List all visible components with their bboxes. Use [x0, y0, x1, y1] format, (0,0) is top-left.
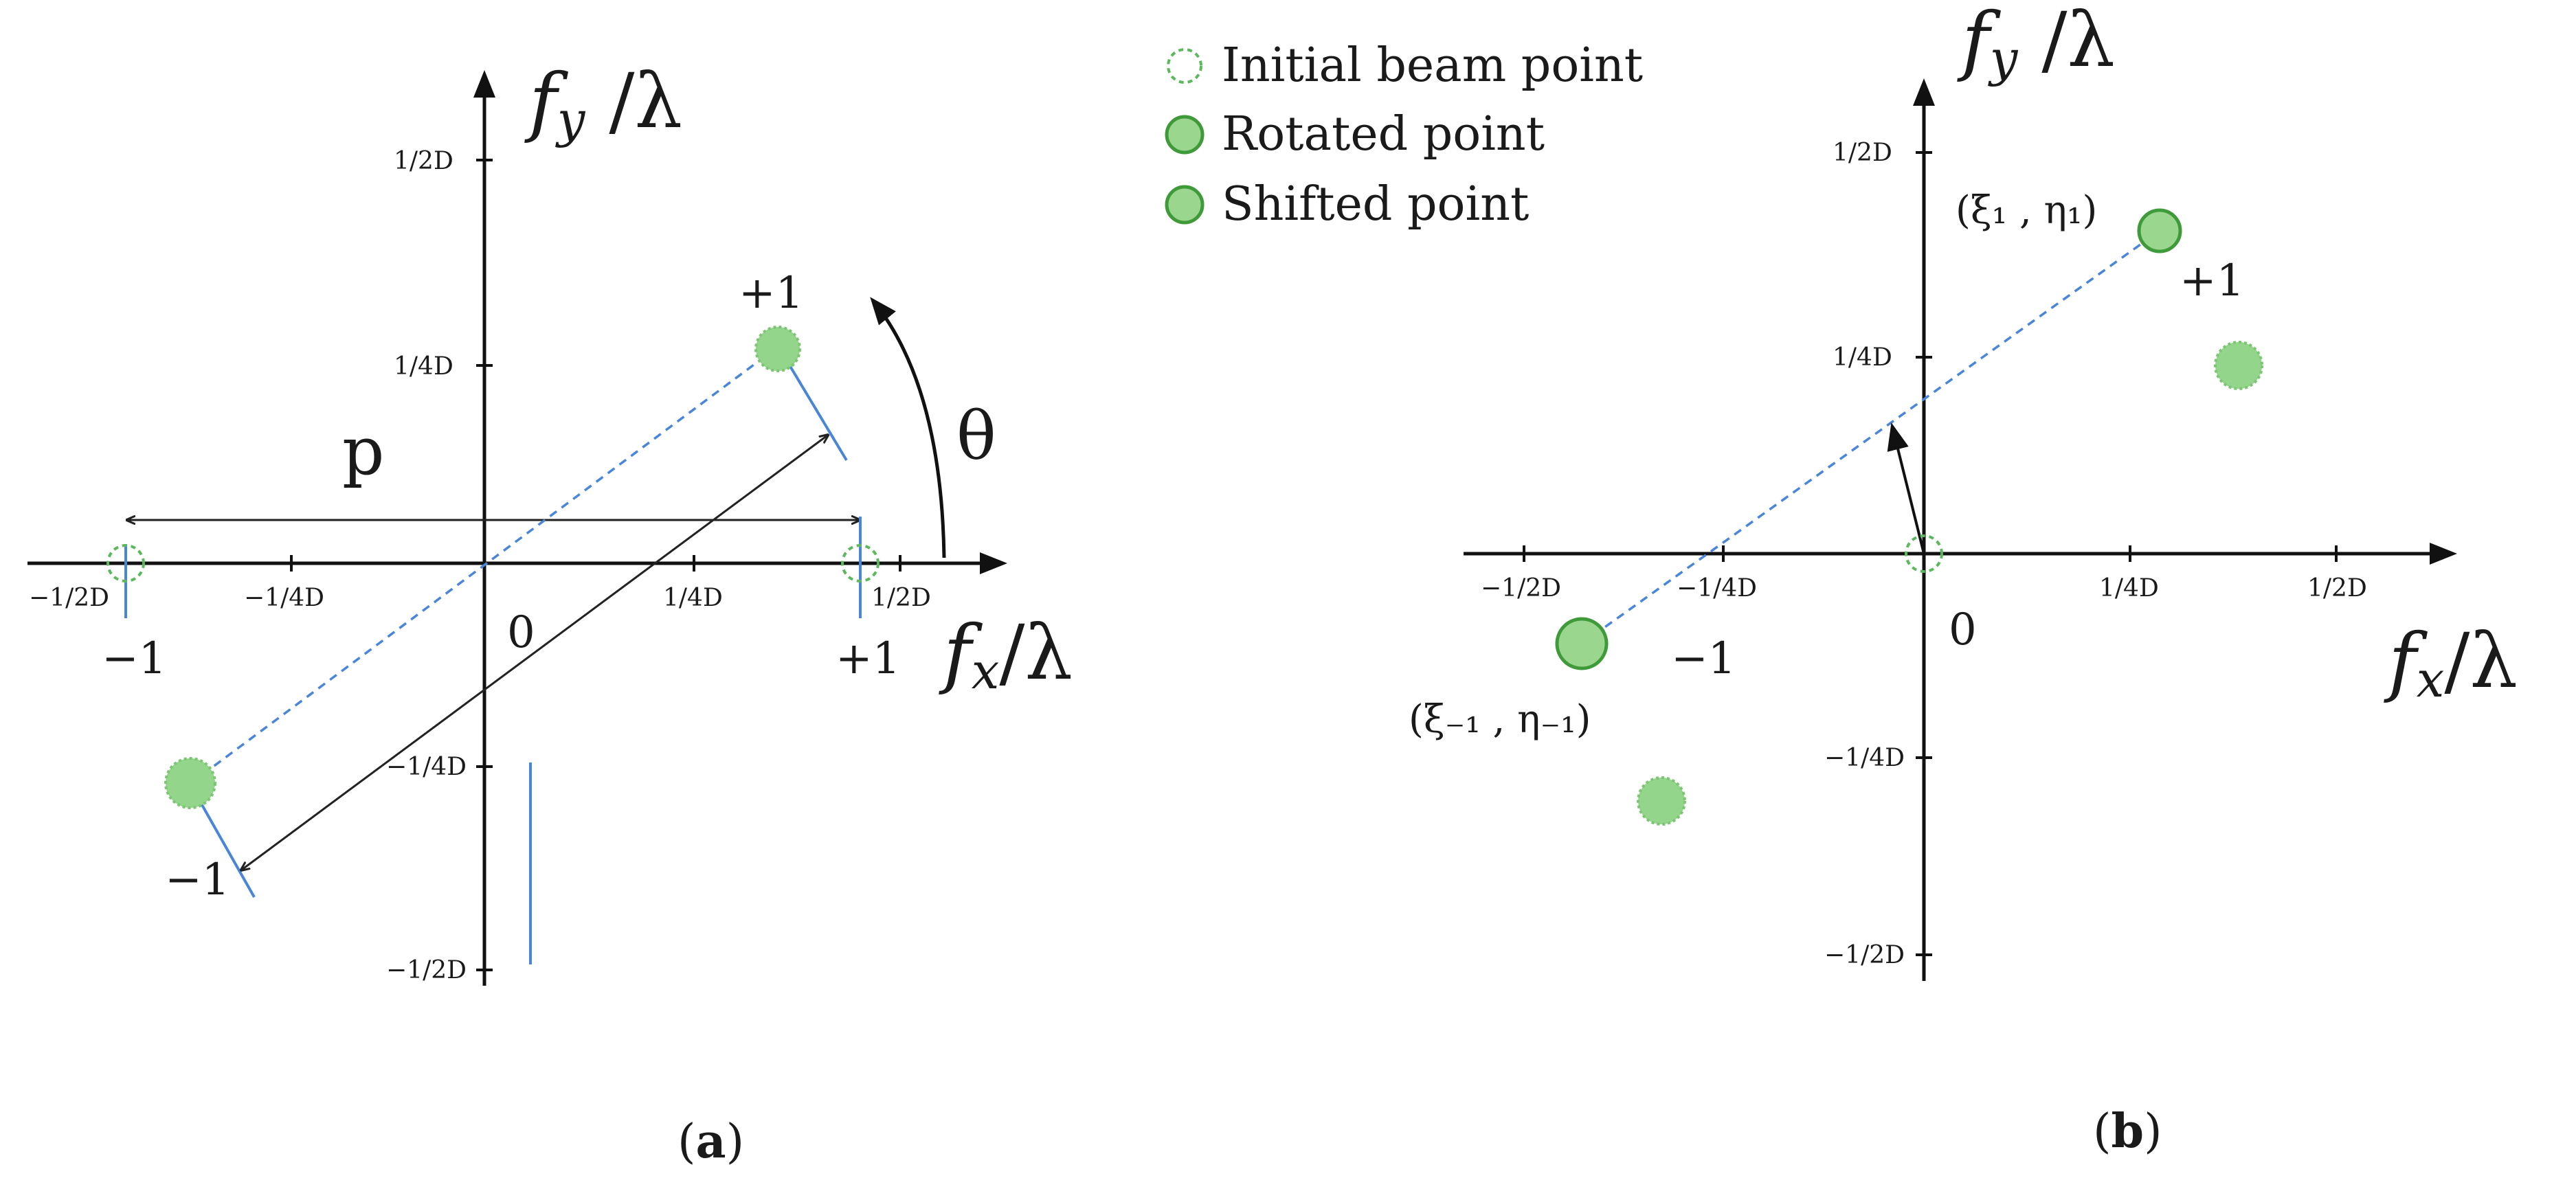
panel-a-rotated-point-minus [164, 757, 216, 809]
panel-b-initial-point [1905, 534, 1943, 573]
panel-b-label: (b) [2093, 1104, 2162, 1159]
panel-a-x-axis-title: fx/λ [939, 609, 1073, 700]
panel-a-label: (a) [677, 1114, 744, 1169]
panel-a-x-tick-label: −1/2D [29, 584, 109, 612]
panel-a-rotation-arc [870, 297, 946, 558]
panel-a-y-tick-label: 1/4D [394, 352, 453, 381]
panel-a-initial-point-plus [841, 544, 880, 583]
panel-b-x-axis-title: fx/λ [2384, 617, 2518, 708]
legend-shifted-swatch [1165, 185, 1205, 225]
legend: Initial beam point Rotated point Shifted… [1165, 38, 1643, 231]
panel-b-order-plus: +1 [2180, 256, 2244, 306]
panel-a-order-minus-bottom: −1 [165, 855, 229, 905]
legend-initial-swatch [1167, 48, 1202, 84]
panel-a-x-tick-label: 1/4D [663, 584, 723, 612]
panel-b-x-tick-label: 1/2D [2307, 574, 2367, 602]
panel-a-y-axis-title: fy /λ [524, 57, 682, 148]
panel-b-rotated-point-minus [1555, 617, 1609, 670]
panel-b-y-tick-label: 1/2D [1833, 139, 1892, 167]
panel-a-y-tick-label: −1/2D [386, 956, 467, 984]
panel-a-angle-label: θ [956, 398, 996, 475]
panel-a-order-minus-axis: −1 [102, 633, 166, 684]
panel-b-shifted-point-plus [2214, 341, 2263, 390]
panel-b-y-axis-title: fy /λ [1957, 0, 2115, 87]
panel-b-rotated-point-plus [2137, 208, 2182, 253]
panel-a-rotated-point-plus [754, 326, 801, 372]
panel-a-order-plus-top: +1 [739, 268, 803, 319]
panel-b-point-minus-coord: (ξ₋₁ , η₋₁) [1409, 697, 1591, 742]
legend-rotated-swatch [1165, 115, 1205, 155]
panel-b-rotated-line [1580, 229, 2161, 645]
panel-a-x-tick-label: −1/4D [244, 584, 324, 612]
panel-a: −1/2D −1/4D 1/4D 1/2D 1/2D 1/4D −1/4D −1… [27, 57, 1073, 1169]
panel-b-y-tick-label: −1/4D [1824, 744, 1905, 772]
panel-b-shift-arrow [1887, 422, 1925, 554]
panel-a-initial-point-minus [107, 544, 145, 583]
panel-a-diagonal-arrow [242, 436, 827, 870]
panel-b-origin-label: 0 [1949, 604, 1977, 655]
panel-b-order-minus: −1 [1671, 633, 1736, 684]
legend-shifted-label: Shifted point [1222, 177, 1529, 231]
panel-b: −1/2D −1/4D 1/4D 1/2D 1/2D 1/4D −1/4D −1… [1409, 0, 2518, 1159]
panel-b-x-tick-label: 1/4D [2099, 574, 2159, 602]
legend-rotated-label: Rotated point [1222, 107, 1545, 161]
panel-a-period-label: p [342, 413, 384, 490]
panel-a-order-plus-axis: +1 [836, 633, 900, 684]
panel-a-y-tick-label: 1/2D [394, 147, 453, 175]
panel-b-x-tick-label: −1/4D [1677, 574, 1757, 602]
panel-b-shifted-point-minus [1637, 776, 1686, 826]
legend-initial-label: Initial beam point [1222, 38, 1643, 93]
panel-b-y-tick-label: 1/4D [1833, 343, 1892, 372]
panel-b-x-tick-label: −1/2D [1481, 574, 1561, 602]
panel-a-origin-label: 0 [507, 607, 535, 658]
panel-a-x-tick-label: 1/2D [871, 584, 931, 612]
panel-a-y-tick-label: −1/4D [386, 753, 467, 781]
panel-b-y-tick-label: −1/2D [1824, 941, 1905, 969]
panel-b-point-plus-coord: (ξ₁ , η₁) [1956, 188, 2097, 233]
